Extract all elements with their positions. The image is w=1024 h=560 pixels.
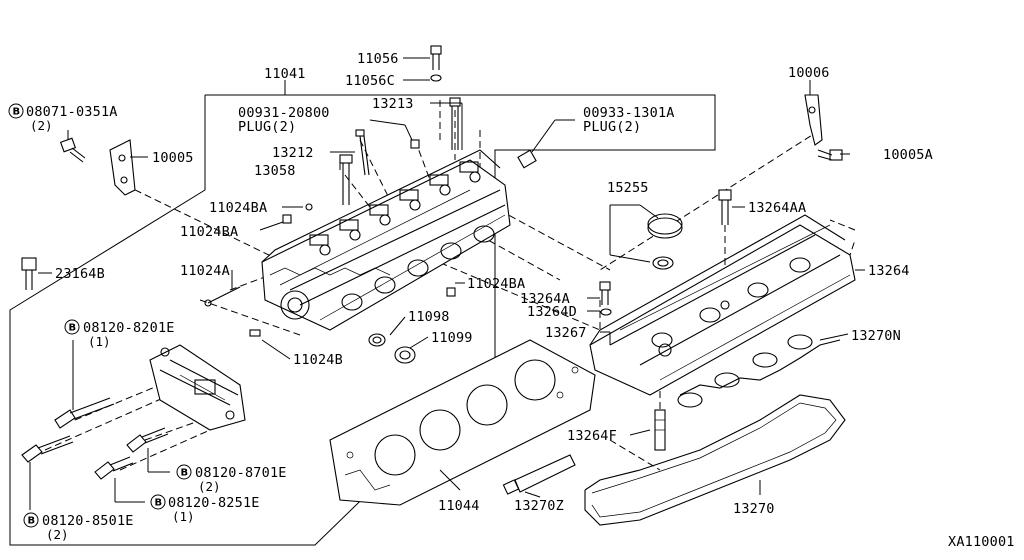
leader-lines xyxy=(29,57,865,510)
part-label-23164b: 23164B xyxy=(55,266,105,282)
part-label-13264aa: 13264AA xyxy=(748,200,806,216)
part-label-15255: 15255 xyxy=(607,180,649,196)
part-label-13264: 13264 xyxy=(868,263,910,279)
part-label-11024ba-1: 11024BA xyxy=(209,200,267,216)
part-label-13264d: 13264D xyxy=(527,304,577,320)
part-label-08120-8251e: 08120-8251E xyxy=(168,495,260,511)
diagram-code: XA110001 xyxy=(948,534,1015,550)
bolt-marker-3: B xyxy=(181,468,189,479)
bolt-marker-1: B xyxy=(13,107,21,118)
part-label-11024b: 11024B xyxy=(293,352,343,368)
part-plug-00933-1301a: PLUG(2) xyxy=(583,119,641,135)
sealant-tube xyxy=(502,454,576,495)
part-label-13213: 13213 xyxy=(372,96,414,112)
part-qty-08120-8501e: (2) xyxy=(46,527,69,542)
part-label-11098: 11098 xyxy=(408,309,450,325)
part-qty-08071-0351a: (2) xyxy=(30,118,53,133)
head-fasteners xyxy=(21,45,843,337)
rear-housing xyxy=(21,344,246,480)
part-label-10005a: 10005A xyxy=(883,147,933,163)
part-label-11056: 11056 xyxy=(357,51,399,67)
part-qty-08120-8701e: (2) xyxy=(198,479,221,494)
part-label-11041: 11041 xyxy=(264,66,306,82)
cylinder-head xyxy=(261,149,511,331)
plug-gaskets xyxy=(677,334,841,408)
seals xyxy=(368,333,416,364)
part-label-08071-0351a: 08071-0351A xyxy=(26,104,118,120)
part-label-13264a: 13264A xyxy=(520,291,570,307)
part-label-11044: 11044 xyxy=(438,498,480,514)
cover-gasket xyxy=(584,394,846,526)
part-label-10005: 10005 xyxy=(152,150,194,166)
part-label-08120-8201e: 08120-8201E xyxy=(83,320,175,336)
part-label-11024ba-2: 11024BA xyxy=(180,224,238,240)
cover-bolts xyxy=(599,189,732,451)
oil-filler-cap xyxy=(647,213,683,270)
bolt-markers: B B B B B xyxy=(8,103,192,528)
part-label-13264f: 13264F xyxy=(567,428,617,444)
part-label-11024ba-3: 11024BA xyxy=(467,276,525,292)
part-label-08120-8701e: 08120-8701E xyxy=(195,465,287,481)
bolt-marker-4: B xyxy=(155,498,163,509)
part-label-00931-20800: 00931-20800 xyxy=(238,105,330,121)
rocker-cover xyxy=(589,214,856,396)
part-plug-00931-20800: PLUG(2) xyxy=(238,119,296,135)
part-qty-08120-8251e: (1) xyxy=(172,509,195,524)
head-gasket xyxy=(329,339,596,506)
part-labels: 11056 11056C 11041 10006 08071-0351A (2)… xyxy=(26,51,1015,550)
part-label-10006: 10006 xyxy=(788,65,830,81)
part-label-13270z: 13270Z xyxy=(514,498,564,514)
part-qty-08120-8201e: (1) xyxy=(88,334,111,349)
part-label-13212: 13212 xyxy=(272,145,314,161)
part-label-11056c: 11056C xyxy=(345,73,395,89)
part-label-11024a: 11024A xyxy=(180,263,230,279)
bolt-marker-5: B xyxy=(28,516,36,527)
bolt-marker-2: B xyxy=(69,323,77,334)
part-label-13270: 13270 xyxy=(733,501,775,517)
part-label-00933-1301a: 00933-1301A xyxy=(583,105,675,121)
part-label-13058: 13058 xyxy=(254,163,296,179)
part-label-08120-8501e: 08120-8501E xyxy=(42,513,134,529)
part-label-13267: 13267 xyxy=(545,325,587,341)
part-label-11099: 11099 xyxy=(431,330,473,346)
part-label-13270n: 13270N xyxy=(851,328,901,344)
